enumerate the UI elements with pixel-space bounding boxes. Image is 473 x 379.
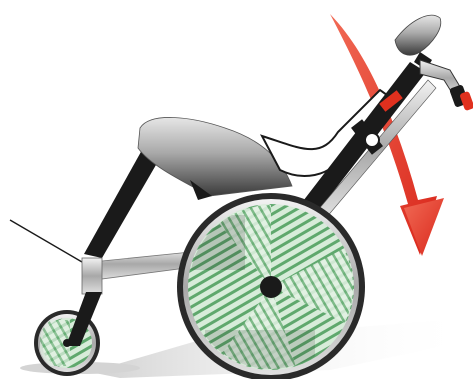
- pointer-line: [10, 220, 82, 262]
- front-fork: [66, 150, 160, 346]
- large-wheel-icon: [177, 180, 365, 379]
- seat-icon: [138, 117, 292, 200]
